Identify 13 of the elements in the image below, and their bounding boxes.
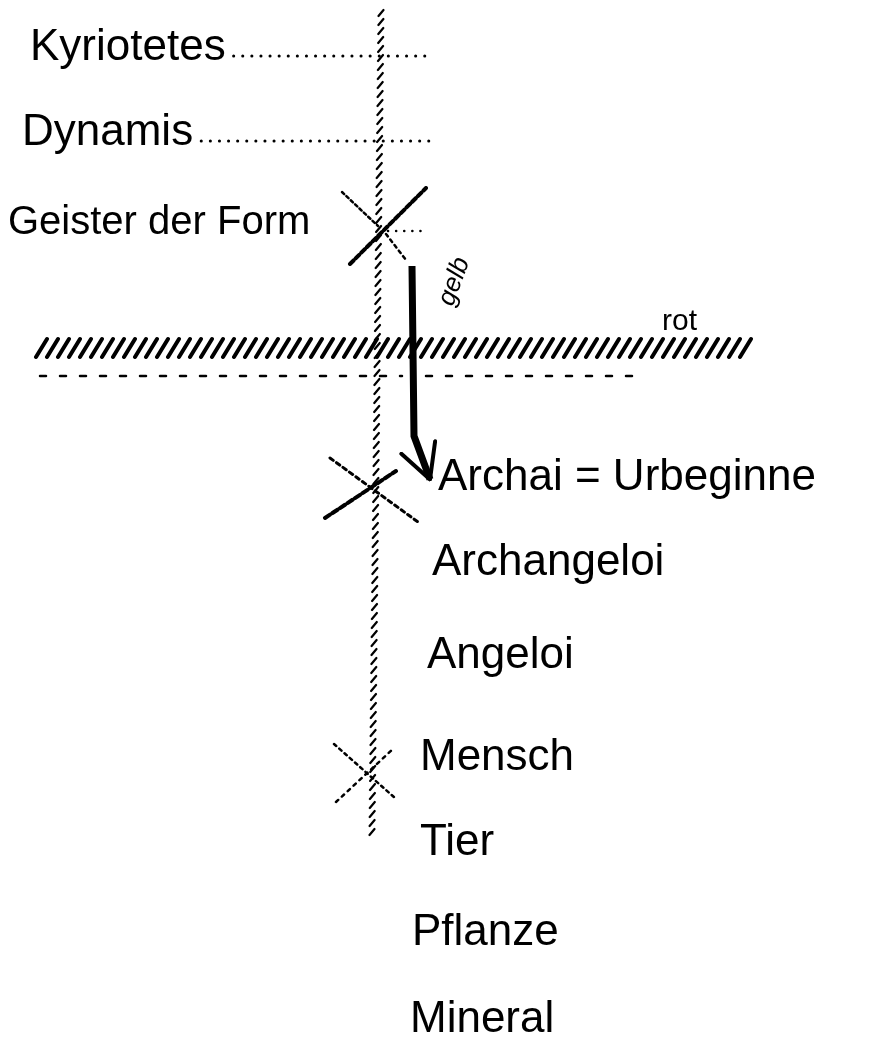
- label-text: Mineral: [410, 995, 555, 1039]
- label-text: Kyriotetes: [22, 23, 234, 67]
- cross-mark: [340, 186, 430, 266]
- label-text: Archangeloi: [432, 538, 665, 582]
- label-text: Archai = Urbeginne: [430, 453, 824, 497]
- label-text: Geister der Form: [8, 200, 311, 240]
- label-text: Dynamis: [14, 108, 202, 152]
- label-text: Angeloi: [427, 631, 574, 675]
- label-text: rot: [662, 305, 697, 335]
- thick-arrow: [399, 265, 438, 482]
- label-text: Pflanze: [412, 908, 559, 952]
- label-text: Tier: [420, 818, 495, 862]
- label-text: Mensch: [420, 733, 575, 777]
